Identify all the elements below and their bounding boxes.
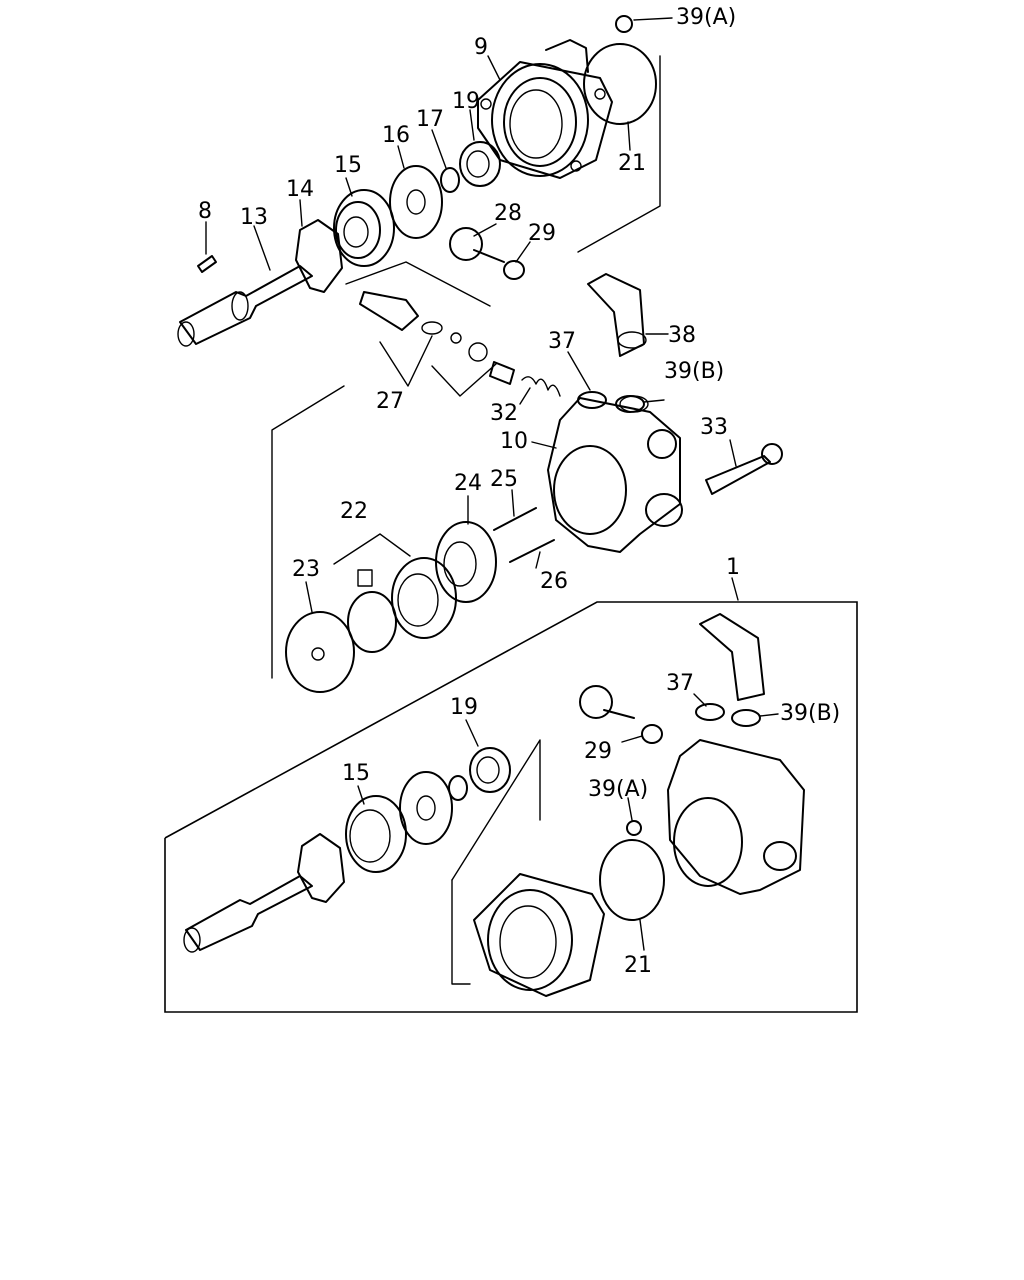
bracket-bottom-2 xyxy=(451,879,471,985)
callout-26: 26 xyxy=(540,569,568,594)
cam-ring-22 xyxy=(391,557,457,639)
o-ring-21-top xyxy=(583,43,657,125)
pin-25 xyxy=(493,507,537,531)
callout-29-top: 29 xyxy=(528,221,556,246)
callout-22: 22 xyxy=(340,499,368,524)
valve-bottom xyxy=(579,685,635,719)
shaft-bot xyxy=(183,875,313,953)
callout-15-top: 15 xyxy=(334,153,362,178)
callout-labels: 39(A) 9 21 19 17 16 15 14 13 8 28 29 38 … xyxy=(198,5,840,978)
callout-37-top: 37 xyxy=(548,329,576,354)
callout-14: 14 xyxy=(286,177,314,202)
snap-ring-17 xyxy=(440,167,460,193)
retainer-14 xyxy=(295,219,343,293)
pump-body-10 xyxy=(547,395,683,553)
callout-39b-top: 39(B) xyxy=(664,359,724,384)
callout-37-bot: 37 xyxy=(666,671,694,696)
oil-seal-19-top xyxy=(459,141,501,187)
callout-9: 9 xyxy=(474,35,488,60)
pump-body-bottom xyxy=(667,739,805,895)
housing-9 xyxy=(477,39,613,179)
elbow-fitting-38 xyxy=(587,273,647,357)
bracket-left xyxy=(271,385,345,679)
callout-28: 28 xyxy=(494,201,522,226)
leader-lines xyxy=(205,17,779,951)
callout-1: 1 xyxy=(726,555,740,580)
washer-bot xyxy=(399,771,453,845)
side-plate-23 xyxy=(285,611,355,693)
oil-seal-19-bot xyxy=(469,747,511,793)
callout-21-top: 21 xyxy=(618,151,646,176)
callout-21-bot: 21 xyxy=(624,953,652,978)
bearing-15-bot xyxy=(345,795,407,873)
callout-29-bot: 29 xyxy=(584,739,612,764)
bracket-top-right xyxy=(577,55,661,253)
leader-27b xyxy=(431,363,497,397)
callout-39a-top: 39(A) xyxy=(676,5,736,30)
retainer-bot xyxy=(297,833,345,903)
callout-27: 27 xyxy=(376,389,404,414)
snap-ring-bot xyxy=(448,775,468,801)
flow-valve-27 xyxy=(359,291,515,385)
bolt-33 xyxy=(705,443,783,495)
o-ring-39b-bot xyxy=(731,709,761,727)
o-ring-29-bot xyxy=(641,724,663,744)
assembly-1-frame xyxy=(164,601,858,1013)
bearing-15-top xyxy=(333,189,395,267)
leader-22 xyxy=(333,533,411,565)
callout-17: 17 xyxy=(416,107,444,132)
bracket-valve-group xyxy=(345,261,491,307)
callout-33: 33 xyxy=(700,415,728,440)
callout-19-top: 19 xyxy=(452,89,480,114)
key-8 xyxy=(197,255,217,273)
o-ring-21-bot xyxy=(599,839,665,921)
bracket-bottom xyxy=(451,739,541,881)
o-ring-39a-bot xyxy=(626,820,642,836)
bolt-26 xyxy=(509,539,555,563)
callout-38: 38 xyxy=(668,323,696,348)
callout-32: 32 xyxy=(490,401,518,426)
o-ring-39a-top xyxy=(615,15,633,33)
callout-19-bot: 19 xyxy=(450,695,478,720)
rotor-vanes xyxy=(347,569,397,653)
shaft-13 xyxy=(177,265,313,347)
spring-32 xyxy=(521,376,561,397)
callout-25: 25 xyxy=(490,467,518,492)
leader-27 xyxy=(379,335,433,387)
callout-8: 8 xyxy=(198,199,212,224)
callout-23: 23 xyxy=(292,557,320,582)
callout-24: 24 xyxy=(454,471,482,496)
pressure-plate-24 xyxy=(435,521,497,603)
o-ring-37-bot xyxy=(695,703,725,721)
relief-valve-28 xyxy=(449,227,505,263)
callout-13: 13 xyxy=(240,205,268,230)
callout-15-bot: 15 xyxy=(342,761,370,786)
callout-39a-bot: 39(A) xyxy=(588,777,648,802)
callout-16: 16 xyxy=(382,123,410,148)
fitting-bottom xyxy=(699,613,765,701)
callout-10: 10 xyxy=(500,429,528,454)
housing-bottom xyxy=(473,873,605,997)
callout-39b-bot: 39(B) xyxy=(780,701,840,726)
washer-16 xyxy=(389,165,443,239)
o-ring-29-top xyxy=(503,260,525,280)
